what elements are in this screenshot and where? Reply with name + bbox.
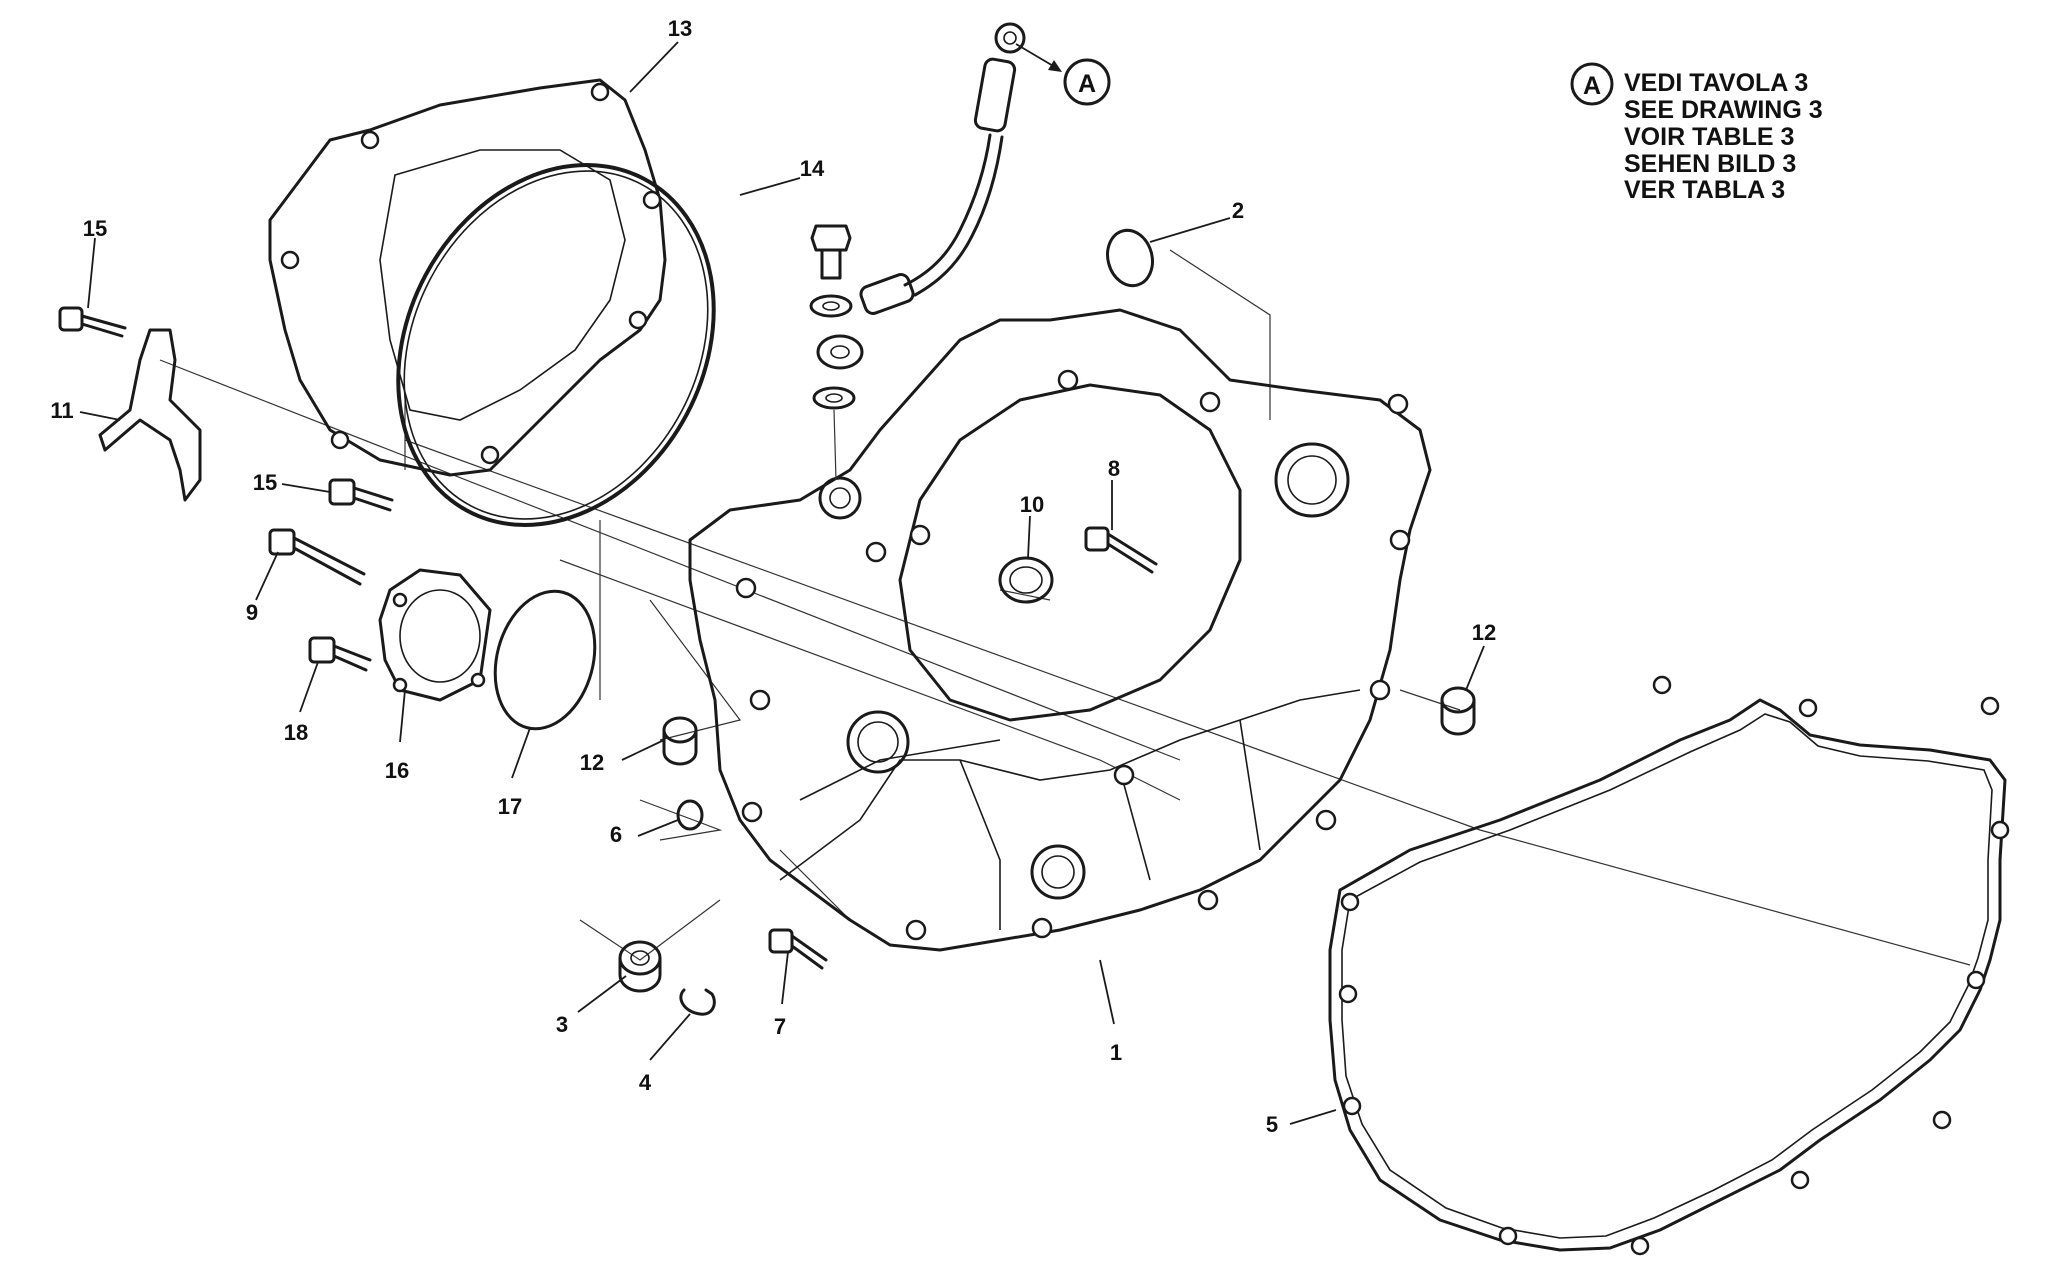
cover-bolt-hole — [480, 445, 500, 465]
label-12-left: 12 — [580, 750, 604, 775]
callout-a-label: A — [1078, 70, 1096, 98]
casing-bolt-hole — [1369, 679, 1391, 701]
part-9-bolt — [268, 528, 366, 586]
bearing-boss — [1274, 442, 1350, 518]
casing-bolt-hole — [741, 801, 763, 823]
label-1: 1 — [1110, 1040, 1122, 1065]
label-18: 18 — [284, 720, 308, 745]
part-5-gasket — [1328, 675, 2010, 1256]
label-2: 2 — [1232, 198, 1244, 223]
banjo-bolt-stack — [809, 224, 864, 481]
lower-boss — [1030, 844, 1086, 900]
gasket-hole — [1338, 984, 1358, 1004]
label-14: 14 — [800, 156, 825, 181]
part-11-bracket — [98, 328, 202, 502]
gasket-hole — [1990, 820, 2010, 840]
oil-union-boss — [818, 476, 862, 520]
pipe-ferrule-top — [973, 57, 1017, 133]
cover-bolt-hole — [642, 190, 662, 210]
label-12-right: 12 — [1472, 620, 1496, 645]
cover-bolt-hole — [330, 430, 350, 450]
gasket-hole — [1630, 1236, 1650, 1256]
gasket-hole — [1798, 698, 1818, 718]
casing-bolt-hole — [1387, 393, 1409, 415]
casing-bolt-hole — [1057, 369, 1079, 391]
part-14-oring — [396, 163, 716, 527]
gasket-hole — [1932, 1110, 1952, 1130]
part-6-seal — [676, 799, 704, 831]
legend-symbol: A — [1583, 72, 1601, 100]
part-12-dowel-left — [662, 716, 698, 766]
part-10-plug — [998, 556, 1054, 604]
cover-bolt-hole — [280, 250, 300, 270]
legend-line-4: SEHEN BILD 3 — [1624, 150, 1796, 178]
label-3: 3 — [556, 1012, 568, 1037]
legend-line-2: SEE DRAWING 3 — [1624, 96, 1823, 124]
part-8-bolt — [1084, 526, 1158, 574]
casing-bolt-hole — [1315, 809, 1337, 831]
label-7: 7 — [774, 1014, 786, 1039]
gasket-hole — [1340, 892, 1360, 912]
seal-boss — [846, 710, 910, 774]
part-15-bolt-top — [58, 306, 127, 338]
legend-symbol-circle — [1570, 62, 1614, 106]
label-9: 9 — [246, 600, 258, 625]
casing-bolt-hole — [735, 577, 757, 599]
gasket-hole — [1790, 1170, 1810, 1190]
pipe-ferrule-bottom — [859, 273, 915, 315]
casing-bolt-hole — [1389, 529, 1411, 551]
label-5: 5 — [1266, 1112, 1278, 1137]
washer — [812, 386, 856, 410]
cover-bolt-hole — [590, 82, 610, 102]
pipe-eye-fitting — [994, 22, 1026, 54]
casing-bolt-hole — [865, 541, 887, 563]
label-17: 17 — [498, 794, 522, 819]
part-12-dowel-right — [1440, 686, 1476, 736]
gasket-hole — [1652, 675, 1672, 695]
casing-bolt-hole — [1113, 764, 1135, 786]
part-15-bolt-mid — [328, 478, 394, 512]
banjo-fitting — [816, 334, 864, 370]
casing-bolt-hole — [905, 919, 927, 941]
casing-bolt-hole — [1199, 391, 1221, 413]
callout-a: A — [1063, 58, 1111, 106]
label-10: 10 — [1020, 492, 1044, 517]
casing-bolt-hole — [1031, 917, 1053, 939]
gasket-hole — [1498, 1226, 1518, 1246]
label-16: 16 — [385, 758, 409, 783]
part-16-flange — [378, 568, 492, 702]
part-7-bolt — [768, 928, 828, 970]
legend-line-1: VEDI TAVOLA 3 — [1624, 69, 1808, 97]
part-2-plug — [1106, 228, 1154, 288]
casing-bolt-hole — [909, 524, 931, 546]
oil-pipe — [859, 22, 1062, 315]
casing-bolt-hole — [1197, 889, 1219, 911]
label-4: 4 — [639, 1070, 652, 1095]
gasket-hole — [1966, 970, 1986, 990]
label-8: 8 — [1108, 456, 1120, 481]
part-17-oring — [493, 589, 597, 731]
casing-bolt-hole — [749, 689, 771, 711]
part-13-outer-cover — [268, 78, 667, 477]
label-15-mid: 15 — [253, 470, 277, 495]
label-13: 13 — [668, 16, 692, 41]
label-15-top: 15 — [83, 216, 107, 241]
part-1-main-casing — [688, 308, 1432, 952]
gasket-hole — [1980, 696, 2000, 716]
part-labels: 13 14 2 15 11 15 9 18 16 17 12 6 8 10 12… — [50, 16, 1496, 1137]
label-11: 11 — [50, 398, 73, 423]
legend-line-3: VOIR TABLE 3 — [1624, 123, 1794, 151]
washer — [809, 294, 853, 318]
part-18-bolt — [308, 636, 372, 672]
cover-bolt-hole — [360, 130, 380, 150]
cover-bolt-hole — [628, 310, 648, 330]
part-4-clip — [679, 988, 716, 1016]
legend: A VEDI TAVOLA 3 SEE DRAWING 3 VOIR TABLE… — [1570, 62, 1823, 204]
legend-line-5: VER TABLA 3 — [1624, 176, 1785, 204]
gasket-hole — [1342, 1096, 1362, 1116]
label-6: 6 — [610, 822, 622, 847]
